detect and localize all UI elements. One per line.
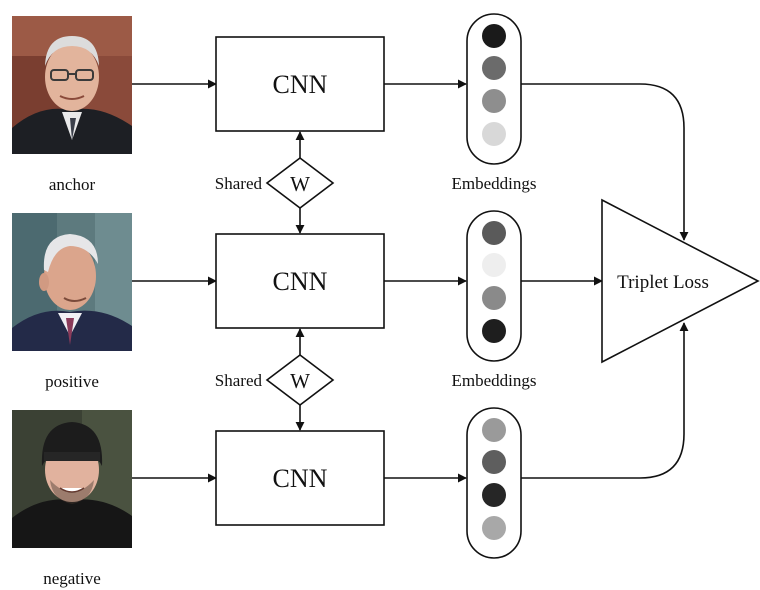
embedding-dot (482, 221, 506, 245)
weight-label: W (290, 369, 310, 393)
triplet-loss-label: Triplet Loss (617, 272, 709, 293)
input-label-positive: positive (45, 372, 99, 391)
arrow-embedding-negative-to-loss (521, 322, 689, 479)
embedding-dot (482, 418, 506, 442)
arrow-embedding-anchor-to-loss (521, 83, 689, 241)
weight-label: W (290, 172, 310, 196)
embedding-dot (482, 483, 506, 507)
input-label-negative: negative (43, 569, 101, 588)
embedding-dot (482, 24, 506, 48)
shared-label: Shared (215, 371, 263, 390)
embedding-dot (482, 89, 506, 113)
cnn-block-negative: CNN (215, 430, 385, 526)
embedding-dot (482, 516, 506, 540)
embedding-dot (482, 122, 506, 146)
shared-weights-diamond (265, 156, 335, 210)
shared-weights-diamond (265, 353, 335, 407)
embedding-vector-positive (466, 210, 522, 362)
embedding-dot (482, 450, 506, 474)
cnn-block-anchor: CNN (215, 36, 385, 132)
embeddings-label: Embeddings (452, 174, 537, 193)
embeddings-label: Embeddings (452, 371, 537, 390)
embedding-dot (482, 319, 506, 343)
cnn-label: CNN (273, 70, 328, 99)
embedding-dot (482, 56, 506, 80)
shared-label: Shared (215, 174, 263, 193)
cnn-block-positive: CNN (215, 233, 385, 329)
cnn-label: CNN (273, 267, 328, 296)
positive-photo (12, 213, 132, 351)
cnn-label: CNN (273, 464, 328, 493)
embedding-vector-negative (466, 407, 522, 559)
anchor-photo (12, 16, 132, 154)
embedding-dot (482, 286, 506, 310)
embedding-vector-anchor (466, 13, 522, 165)
negative-photo (12, 410, 132, 548)
triplet-loss-block: Triplet Loss (601, 198, 760, 364)
input-label-anchor: anchor (49, 175, 96, 194)
embedding-dot (482, 253, 506, 277)
